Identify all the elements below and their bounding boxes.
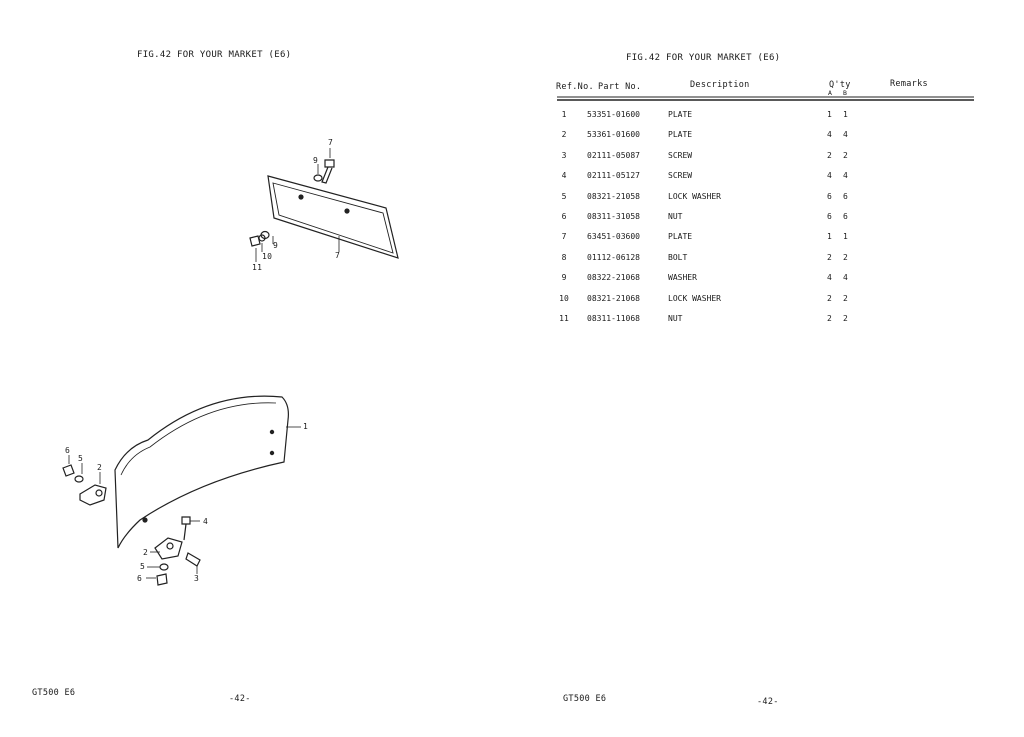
cell-part-no: 08321-21068 xyxy=(587,293,640,303)
callout-6-upper: 6 xyxy=(65,446,71,455)
cell-qty-b: 2 xyxy=(843,150,848,160)
cell-qty-b: 1 xyxy=(843,110,848,119)
cell-part-no: 08322-21068 xyxy=(587,273,640,283)
cell-qty-b: 4 xyxy=(843,273,848,283)
cell-part-no: 63451-03600 xyxy=(587,232,640,242)
left-figure-title: FIG.42 FOR YOUR MARKET (E6) xyxy=(137,50,292,60)
callout-8: 7 xyxy=(328,138,334,147)
col-qty-b: B xyxy=(843,89,848,97)
cell-description: PLATE xyxy=(668,110,693,119)
cell-qty-a: 1 xyxy=(827,232,832,242)
cell-ref: 4 xyxy=(561,171,567,181)
left-footer-model: GT500 E6 xyxy=(32,688,76,698)
cell-qty-a: 4 xyxy=(827,171,832,181)
cell-part-no: 02111-05087 xyxy=(587,150,640,160)
callout-3: 3 xyxy=(194,574,200,583)
cell-description: LOCK WASHER xyxy=(668,191,721,201)
cell-qty-b: 1 xyxy=(843,232,848,242)
callout-6-lower: 6 xyxy=(137,574,143,583)
cell-qty-a: 4 xyxy=(827,130,832,140)
left-footer-page: -42- xyxy=(229,694,251,704)
cell-ref: 10 xyxy=(559,293,569,303)
cell-qty-a: 2 xyxy=(827,252,832,262)
cell-qty-b: 4 xyxy=(843,130,848,140)
col-description: Description xyxy=(690,80,750,90)
callout-5-upper: 5 xyxy=(78,454,84,463)
right-footer-page: -42- xyxy=(757,697,779,707)
cell-ref: 7 xyxy=(561,232,567,242)
right-figure-title: FIG.42 FOR YOUR MARKET (E6) xyxy=(626,53,781,63)
cell-part-no: 08311-31058 xyxy=(587,212,640,221)
callout-5-lower: 5 xyxy=(140,562,146,571)
callout-11: 11 xyxy=(252,263,263,272)
cell-qty-b: 6 xyxy=(843,212,848,221)
cell-qty-a: 2 xyxy=(827,293,832,303)
cell-qty-b: 2 xyxy=(843,314,848,323)
cell-description: BOLT xyxy=(668,252,688,262)
windshield-plate-drawing xyxy=(62,395,301,586)
callout-1: 1 xyxy=(303,422,309,431)
cell-ref: 5 xyxy=(561,191,567,201)
cell-part-no: 53361-01600 xyxy=(587,130,640,140)
cell-ref: 6 xyxy=(561,212,567,221)
callout-4: 4 xyxy=(203,517,209,526)
cell-description: NUT xyxy=(668,314,683,323)
callout-10: 10 xyxy=(262,252,273,261)
col-ref-no: Ref.No. xyxy=(556,82,594,92)
cell-ref: 11 xyxy=(559,314,569,323)
col-remarks: Remarks xyxy=(890,79,928,89)
cell-description: SCREW xyxy=(668,171,693,181)
callout-9-lower: 9 xyxy=(273,241,279,250)
cell-description: PLATE xyxy=(668,232,693,242)
cell-description: WASHER xyxy=(668,273,697,283)
cell-qty-a: 6 xyxy=(827,191,832,201)
cell-description: LOCK WASHER xyxy=(668,293,721,303)
cell-qty-b: 6 xyxy=(843,191,848,201)
cell-qty-a: 1 xyxy=(827,110,832,119)
cell-part-no: 53351-01600 xyxy=(587,110,640,119)
col-qty-a: A xyxy=(828,89,833,97)
cell-qty-b: 2 xyxy=(843,293,848,303)
cell-ref: 1 xyxy=(561,110,567,119)
cell-description: NUT xyxy=(668,212,683,221)
cell-description: PLATE xyxy=(668,130,693,140)
license-plate-bracket-drawing xyxy=(249,148,399,262)
cell-ref: 3 xyxy=(561,150,567,160)
cell-part-no: 02111-05127 xyxy=(587,171,640,181)
cell-ref: 8 xyxy=(561,252,567,262)
callout-2-lower: 2 xyxy=(143,548,149,557)
cell-qty-b: 4 xyxy=(843,171,848,181)
cell-part-no: 08321-21058 xyxy=(587,191,640,201)
cell-qty-a: 2 xyxy=(827,150,832,160)
cell-part-no: 08311-11068 xyxy=(587,314,640,323)
cell-qty-a: 6 xyxy=(827,212,832,221)
col-qty: Q'ty xyxy=(829,80,851,90)
callout-9-upper: 9 xyxy=(313,156,319,165)
cell-part-no: 01112-06128 xyxy=(587,252,640,262)
cell-qty-b: 2 xyxy=(843,252,848,262)
cell-description: SCREW xyxy=(668,150,693,160)
cell-qty-a: 2 xyxy=(827,314,832,323)
right-footer-model: GT500 E6 xyxy=(563,694,607,704)
cell-ref: 9 xyxy=(561,273,567,283)
callout-2-upper: 2 xyxy=(97,463,103,472)
cell-ref: 2 xyxy=(561,130,567,140)
cell-qty-a: 4 xyxy=(827,273,832,283)
col-part-no: Part No. xyxy=(598,82,642,92)
callout-7: 7 xyxy=(335,251,341,260)
